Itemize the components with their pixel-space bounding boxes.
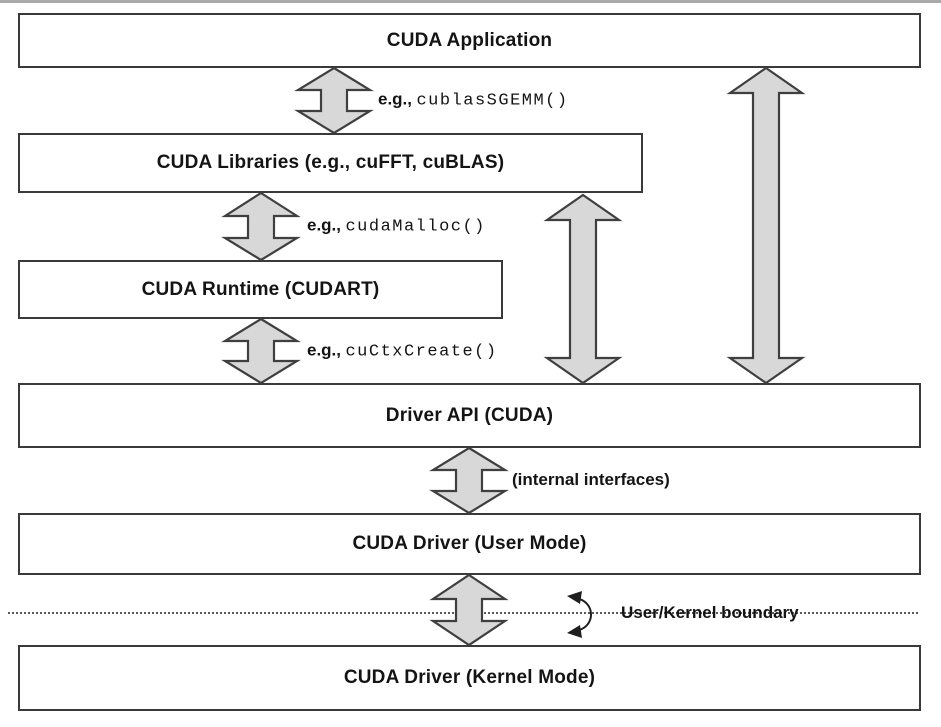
layer-box-cuda-runtime: CUDA Runtime (CUDART) bbox=[18, 260, 503, 319]
double-arrow-icon-libraries-runtime bbox=[221, 191, 301, 262]
layer-box-cuda-application: CUDA Application bbox=[18, 13, 921, 68]
label-code: cudaMalloc() bbox=[345, 217, 486, 237]
label-code: cublasSGEMM() bbox=[416, 91, 569, 111]
top-edge-band bbox=[0, 0, 941, 3]
layer-label: Driver API (CUDA) bbox=[385, 404, 554, 426]
layer-box-cuda-libraries: CUDA Libraries (e.g., cuFFT, cuBLAS) bbox=[18, 133, 643, 193]
api-call-label-cuctxcreate: e.g., cuCtxCreate() bbox=[307, 341, 498, 362]
label-prefix: e.g., bbox=[307, 215, 342, 235]
layer-box-cuda-driver-kernel-mode: CUDA Driver (Kernel Mode) bbox=[18, 645, 921, 711]
api-call-label-cudamalloc: e.g., cudaMalloc() bbox=[307, 216, 486, 237]
layer-label: CUDA Driver (Kernel Mode) bbox=[343, 667, 596, 688]
long-double-arrow-icon-libraries-driverapi bbox=[543, 193, 623, 385]
layer-box-driver-api: Driver API (CUDA) bbox=[18, 383, 921, 448]
layer-label: CUDA Runtime (CUDART) bbox=[141, 278, 380, 300]
double-arrow-icon-runtime-driverapi bbox=[221, 317, 301, 385]
double-arrow-icon-driverapi-usermode bbox=[429, 446, 509, 515]
double-arrow-icon-usermode-kernelmode bbox=[429, 573, 509, 647]
label-prefix: e.g., bbox=[307, 340, 342, 360]
long-double-arrow-icon-app-driverapi bbox=[726, 66, 806, 385]
layer-label: CUDA Libraries (e.g., cuFFT, cuBLAS) bbox=[156, 152, 505, 173]
layer-label: CUDA Application bbox=[386, 29, 553, 51]
internal-interfaces-label: (internal interfaces) bbox=[512, 470, 670, 489]
curved-arrow-icon bbox=[567, 591, 592, 638]
api-call-label-cublassgemm: e.g., cublasSGEMM() bbox=[378, 90, 569, 111]
double-arrow-icon-app-libraries bbox=[294, 66, 374, 135]
layer-box-cuda-driver-user-mode: CUDA Driver (User Mode) bbox=[18, 513, 921, 575]
label-prefix: e.g., bbox=[378, 89, 413, 109]
user-kernel-boundary-label: User/Kernel boundary bbox=[621, 603, 799, 622]
layer-label: CUDA Driver (User Mode) bbox=[352, 533, 587, 554]
label-code: cuCtxCreate() bbox=[345, 342, 498, 362]
